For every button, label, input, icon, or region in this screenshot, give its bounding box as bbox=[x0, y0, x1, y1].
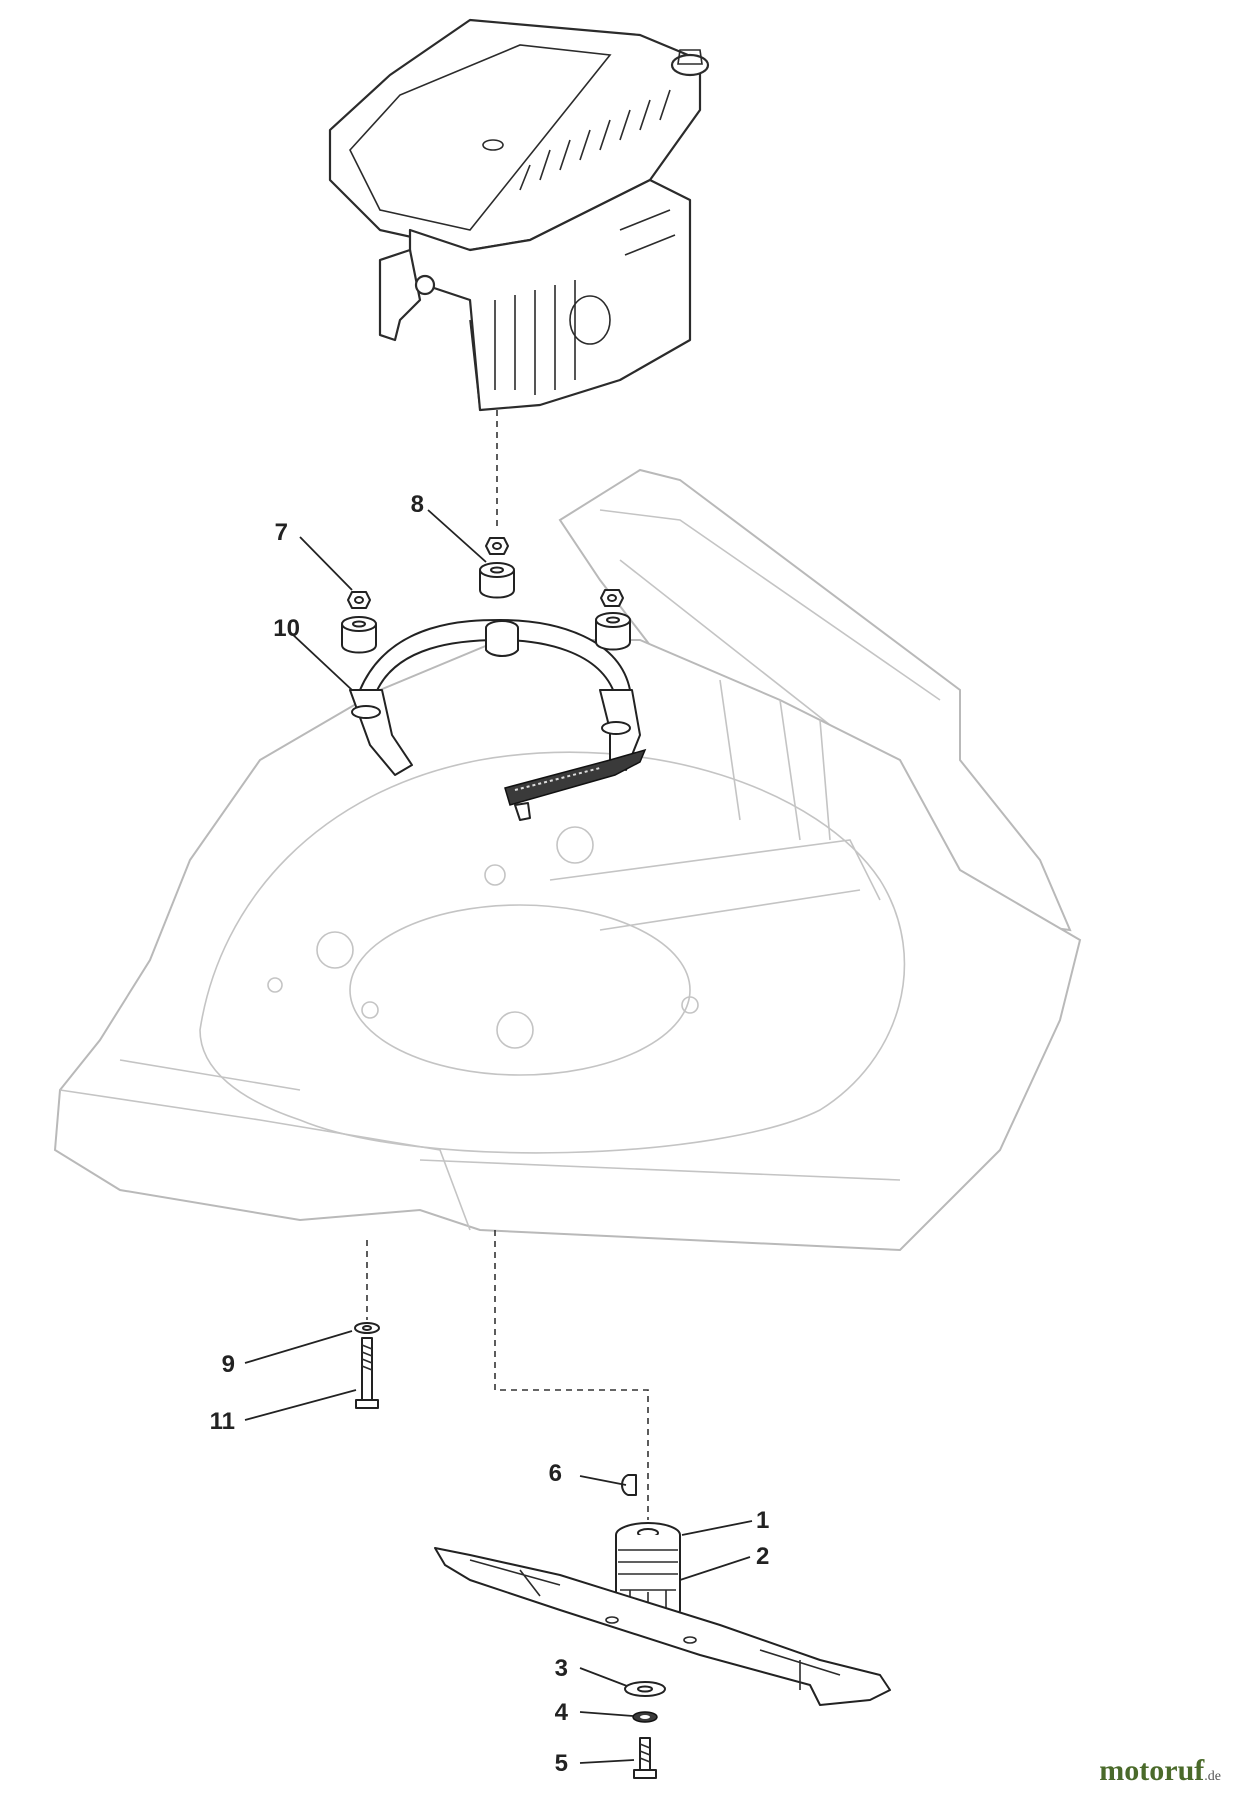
callout-3: 3 bbox=[555, 1655, 568, 1682]
callout-labels: 7 8 10 9 11 6 1 2 3 4 5 bbox=[210, 491, 770, 1777]
site-watermark: motoruf.de bbox=[1099, 1754, 1221, 1788]
watermark-main: motoruf bbox=[1099, 1754, 1205, 1787]
mower-deck bbox=[53, 468, 1082, 1252]
callout-10: 10 bbox=[273, 615, 300, 642]
woodruff-key bbox=[621, 1474, 637, 1496]
watermark-suffix: .de bbox=[1204, 1769, 1221, 1784]
callout-11: 11 bbox=[210, 1408, 235, 1435]
leader-4 bbox=[579, 1711, 634, 1717]
spacers-and-nuts bbox=[341, 537, 631, 654]
leader-7 bbox=[299, 536, 353, 591]
callout-7: 7 bbox=[275, 519, 288, 546]
leader-lines bbox=[244, 509, 753, 1764]
leader-5 bbox=[579, 1759, 635, 1764]
assembly-lines bbox=[366, 410, 649, 1520]
leader-2 bbox=[679, 1556, 751, 1581]
callout-5: 5 bbox=[555, 1750, 568, 1777]
leader-10 bbox=[289, 631, 353, 691]
callout-9: 9 bbox=[222, 1351, 235, 1378]
deck-to-adapter-line bbox=[494, 1230, 649, 1520]
engine bbox=[328, 18, 710, 412]
blade bbox=[434, 1547, 891, 1706]
callout-6: 6 bbox=[549, 1460, 562, 1487]
leader-11 bbox=[244, 1389, 357, 1421]
leader-1 bbox=[681, 1520, 753, 1536]
leader-6 bbox=[579, 1475, 627, 1486]
leader-9 bbox=[244, 1330, 353, 1364]
baffle-bracket bbox=[349, 619, 641, 776]
leader-8 bbox=[427, 509, 487, 563]
blade-bolt-assembly bbox=[624, 1681, 666, 1779]
deck-bolt-assembly bbox=[354, 1322, 380, 1409]
callout-1: 1 bbox=[756, 1507, 769, 1534]
callout-4: 4 bbox=[555, 1699, 569, 1726]
callout-2: 2 bbox=[756, 1543, 769, 1570]
guard-plate bbox=[504, 748, 647, 821]
callout-8: 8 bbox=[411, 491, 424, 518]
leader-3 bbox=[579, 1667, 628, 1687]
